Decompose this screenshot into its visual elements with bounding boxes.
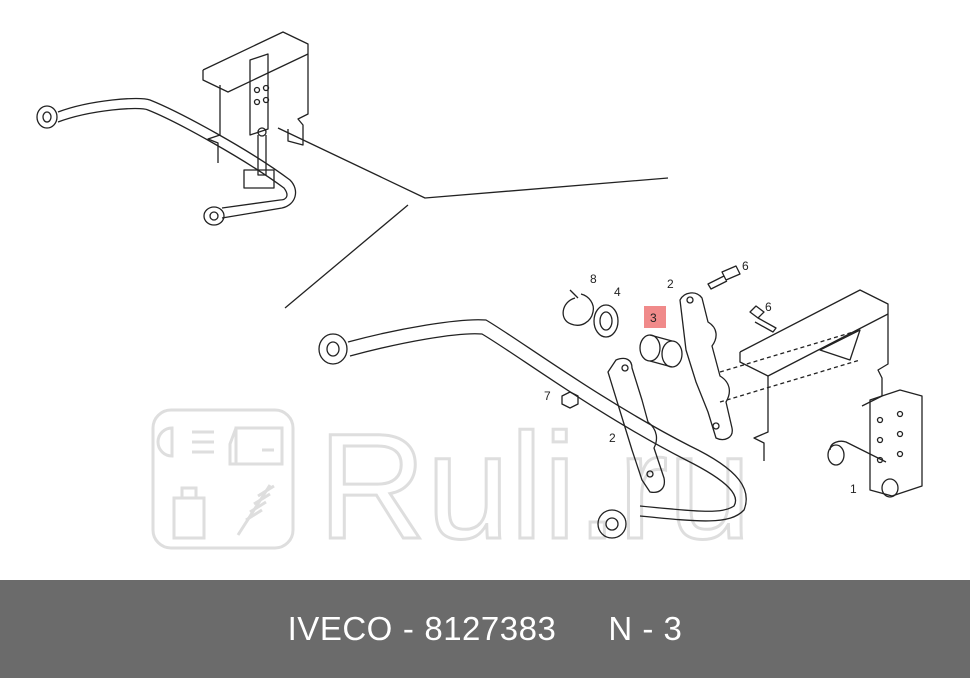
watermark: Ruli.ru [151,401,753,572]
brand-name: IVECO [287,610,393,647]
callout-4[interactable]: 4 [614,285,621,299]
callout-8[interactable]: 8 [590,272,597,286]
callout-2-right[interactable]: 2 [667,277,674,291]
callout-6-top[interactable]: 6 [742,259,749,273]
footer-caption: IVECO - 8127383 N - 3 [0,580,970,678]
part-number: 8127383 [424,610,557,647]
parts-diagram: Ruli.ru [36,31,923,572]
callout-3-highlight [644,306,666,328]
watermark-text: Ruli.ru [318,402,751,570]
callout-6-lower[interactable]: 6 [765,300,772,314]
headlight-icon [156,426,214,458]
brand-separator: - [402,610,415,647]
oil-canister-icon [172,486,206,540]
callout-7[interactable]: 7 [544,389,551,403]
callout-2-left[interactable]: 2 [609,431,616,445]
shock-absorber-icon [236,484,275,536]
car-door-icon [228,426,284,466]
callouts: 3 1 2 2 4 6 6 7 8 [544,259,857,496]
callout-3[interactable]: 3 [650,311,657,325]
callout-1[interactable]: 1 [850,482,857,496]
position-label: N - 3 [608,610,683,647]
footer-bar: IVECO - 8127383 N - 3 [0,580,970,678]
overview-drawing [36,31,669,309]
exploded-drawing [318,265,923,539]
